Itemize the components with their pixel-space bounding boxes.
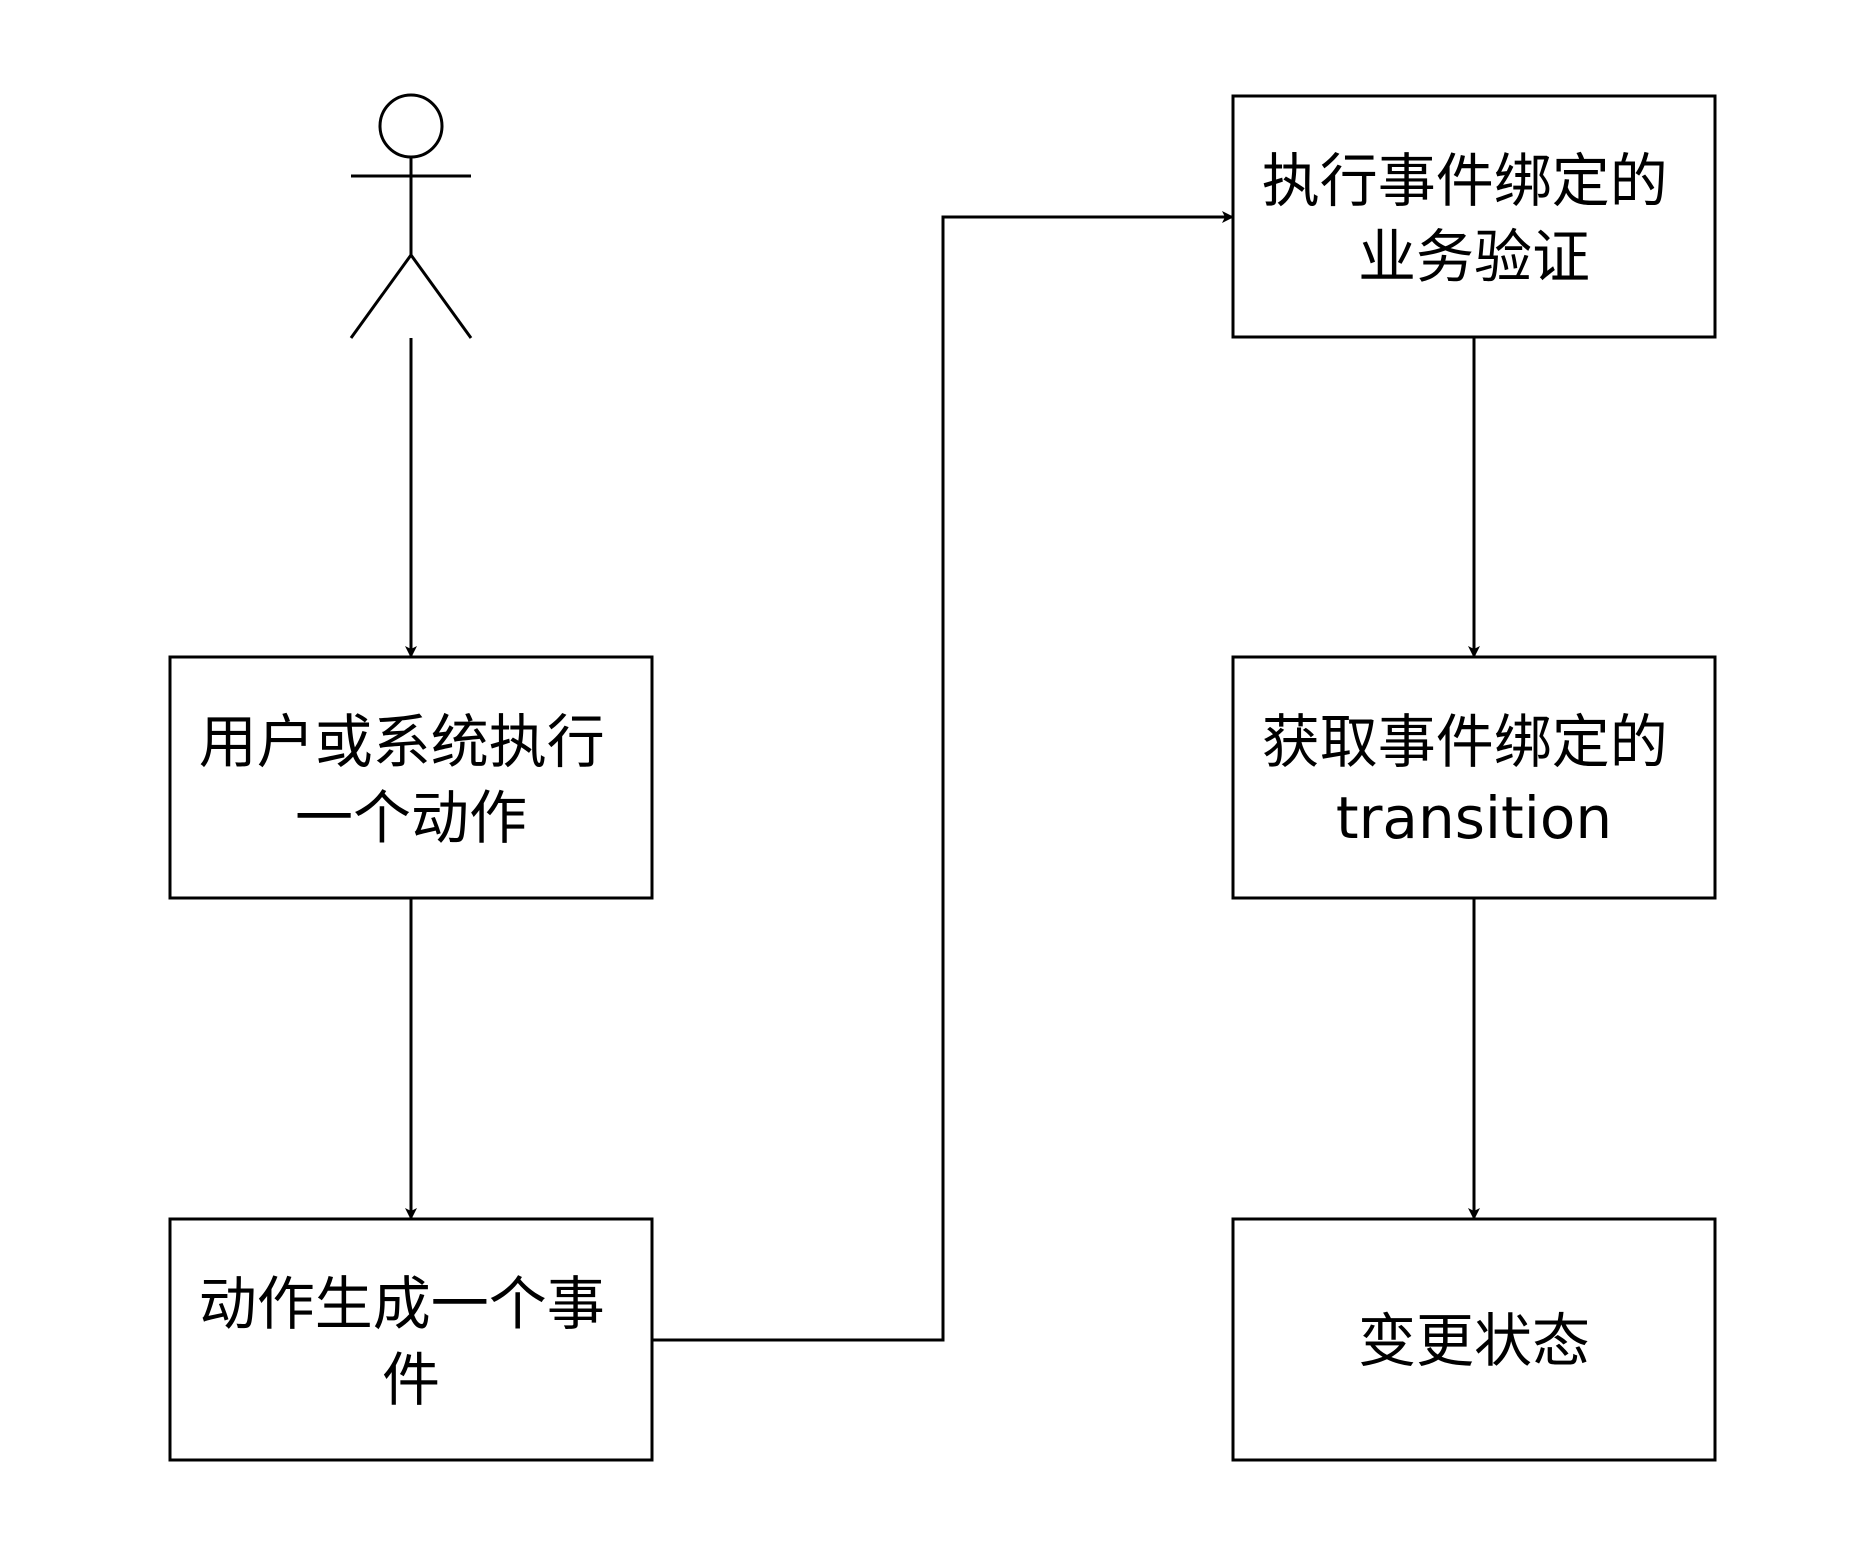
node-user-action-line-1: 用户或系统执行 — [199, 708, 605, 776]
svg-text:动作生成一个事 件: 动作生成一个事 件 — [199, 1270, 623, 1414]
node-change-state-line-1: 变更状态 — [1358, 1307, 1590, 1375]
node-action-event-line-1: 动作生成一个事 — [199, 1270, 605, 1338]
node-change-state: 变更状态 — [1231, 1217, 1717, 1462]
node-exec-validation: 执行事件绑定的 业务验证 — [1231, 94, 1717, 339]
node-get-transition: 获取事件绑定的 transition — [1231, 655, 1717, 900]
node-get-transition-line-2: transition — [1336, 784, 1612, 852]
node-get-transition-line-1: 获取事件绑定的 — [1262, 708, 1668, 776]
node-action-event-line-2: 件 — [382, 1346, 440, 1414]
svg-text:变更状态: 变更状态 — [1358, 1307, 1590, 1375]
edges — [405, 211, 1480, 1342]
svg-text:用户或系统执行 一个动作: 用户或系统执行 一个动作 — [199, 708, 623, 852]
edge-action-event-to-exec-validation — [652, 211, 1234, 1342]
svg-text:获取事件绑定的 transition: 获取事件绑定的 transition — [1262, 708, 1686, 852]
node-exec-validation-line-1: 执行事件绑定的 — [1262, 147, 1668, 215]
node-user-action: 用户或系统执行 一个动作 — [168, 655, 654, 900]
node-user-action-line-2: 一个动作 — [295, 784, 527, 852]
svg-text:执行事件绑定的 业务验证: 执行事件绑定的 业务验证 — [1262, 147, 1686, 291]
node-exec-validation-line-2: 业务验证 — [1358, 223, 1590, 291]
node-action-event: 动作生成一个事 件 — [168, 1217, 654, 1462]
actor-icon — [349, 93, 473, 339]
